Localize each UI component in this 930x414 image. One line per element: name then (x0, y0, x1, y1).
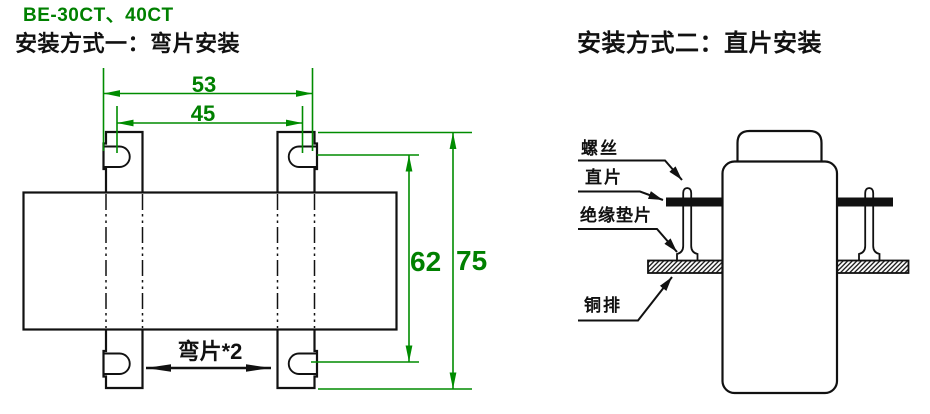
right-diagram-title: 安装方式二：直片安装 (577, 30, 822, 57)
leader-busbar (578, 276, 673, 322)
leader-screw (578, 159, 683, 181)
dimension-lines (102, 68, 472, 390)
screw-tips (682, 187, 875, 198)
dim-value-62: 62 (410, 246, 442, 277)
model-title: BE-30CT、40CT (23, 5, 174, 26)
bend-piece-label: 弯片*2 (177, 339, 243, 364)
ct-body (721, 160, 839, 395)
tab-center-lines (105, 194, 316, 328)
dim-value-45: 45 (190, 101, 216, 126)
right-bent-tab (276, 130, 319, 390)
leader-strip (578, 190, 664, 201)
dim-value-53: 53 (191, 72, 217, 97)
bent-piece-mounting-drawing (22, 130, 398, 390)
ct-body-outline (22, 191, 398, 331)
screw-label: 螺丝 (581, 139, 619, 158)
left-diagram-title: 安装方式一：弯片安装 (15, 31, 241, 56)
insulating-washer-label: 绝缘垫片 (580, 206, 652, 225)
straight-piece-label: 直片 (585, 168, 623, 187)
screw-right (858, 206, 881, 262)
straight-piece-strip (666, 197, 893, 207)
screw-left (676, 206, 699, 262)
leader-washer (578, 228, 678, 253)
ct-top-cap (736, 129, 823, 162)
dim-value-75: 75 (456, 245, 488, 276)
label-leaders (578, 159, 683, 322)
copper-busbar-label: 铜排 (584, 296, 622, 315)
left-bent-tab (102, 130, 144, 390)
straight-piece-mounting-drawing (578, 129, 910, 395)
